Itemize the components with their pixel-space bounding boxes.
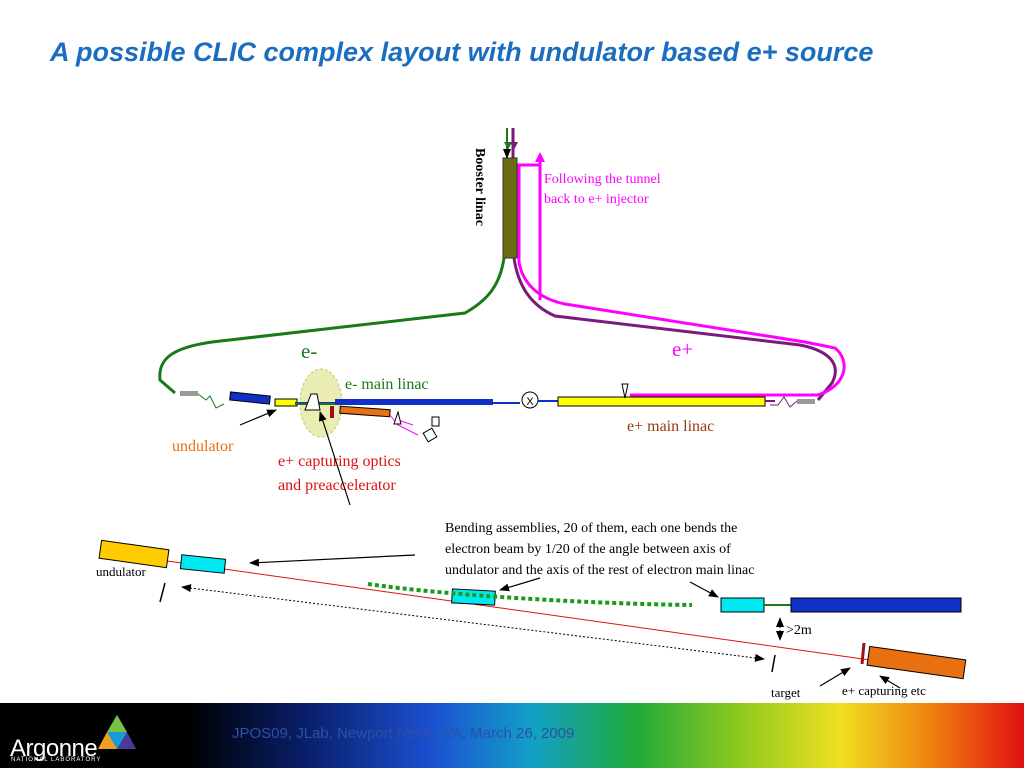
logo-name: Argonne — [10, 735, 98, 762]
e-plus-main-linac-box — [557, 396, 766, 407]
left-tick — [159, 582, 166, 603]
undulator-label: undulator — [172, 438, 234, 455]
e-plus-injection-magnet — [621, 383, 629, 399]
right-tick — [771, 654, 776, 673]
right-dump — [797, 399, 815, 404]
following-tunnel-line1: Following the tunnel — [544, 172, 661, 187]
bending-text-line3: undulator and the axis of the rest of el… — [445, 563, 754, 578]
undulator-pointer-arrow — [239, 409, 277, 426]
left-dump — [180, 391, 198, 396]
bending-pointer-arrow-2 — [499, 577, 541, 592]
target-pointer-arrow — [819, 667, 851, 687]
detail-undulator-box — [98, 539, 170, 569]
purple-transfer-line — [512, 257, 837, 401]
e-plus-label: e+ — [672, 337, 693, 361]
following-tunnel-line2: back to e+ injector — [544, 192, 649, 207]
footer-bar: Argonne NATIONAL LABORATORY JPOS09, JLab… — [0, 703, 1024, 768]
left-dogleg — [197, 393, 225, 409]
capturing-pointer-arrow — [318, 411, 351, 506]
capturing-optics-line2: and preaccelerator — [278, 477, 396, 494]
detail-capturing-box — [866, 645, 967, 680]
layout-diagram: X Booster linac Following the tunnel bac… — [96, 128, 967, 700]
e-minus-main-linac-box — [335, 399, 493, 405]
preaccelerator-box — [339, 405, 391, 418]
e-plus-transfer-line — [517, 160, 846, 397]
small-magnet-1 — [393, 410, 402, 425]
collision-point-label: X — [526, 396, 534, 408]
bending-text-line2: electron beam by 1/20 of the angle betwe… — [445, 542, 731, 557]
right-dogleg — [770, 396, 798, 408]
detail-target — [860, 642, 866, 665]
bending-assemblies-path — [367, 582, 693, 607]
booster-linac-box — [502, 157, 518, 259]
bending-text-line1: Bending assemblies, 20 of them, each one… — [445, 521, 737, 536]
capturing-etc-label: e+ capturing etc — [842, 683, 926, 698]
distance-arrow — [181, 584, 765, 662]
page-title: A possible CLIC complex layout with undu… — [50, 37, 874, 67]
capturing-optics-element — [304, 393, 321, 411]
two-m-label: >2m — [786, 623, 812, 638]
argonne-triangle-icon — [98, 715, 136, 749]
detail-main-linac-box — [790, 597, 962, 613]
detail-undulator-label: undulator — [96, 564, 146, 579]
capturing-optics-line1: e+ capturing optics — [278, 453, 401, 470]
target-label: target — [771, 685, 801, 700]
booster-linac — [502, 128, 518, 259]
bending-pointer-arrow-1 — [249, 554, 416, 567]
footer-date: JPOS09, JLab, Newport News, VA, March 26… — [232, 725, 575, 742]
e-minus-transfer-line — [158, 257, 506, 395]
target-element — [330, 406, 334, 418]
bending-pointer-arrow-3 — [689, 581, 719, 598]
argonne-logo: Argonne NATIONAL LABORATORY — [6, 713, 136, 763]
upstream-linac-segment — [229, 391, 271, 405]
magenta-arrow-icon — [535, 152, 545, 162]
positron-branch-lines — [389, 414, 419, 436]
capturing-etc-pointer-arrow — [879, 675, 901, 689]
undulator-box — [274, 398, 298, 407]
detail-bend-magnet-3 — [720, 597, 765, 613]
e-minus-main-linac-label: e- main linac — [345, 376, 429, 393]
small-magnet-2 — [431, 416, 440, 427]
detail-bend-magnet-1 — [179, 554, 227, 574]
e-minus-label: e- — [301, 339, 317, 363]
small-magnet-3 — [422, 427, 438, 443]
booster-linac-label: Booster linac — [472, 148, 487, 226]
e-plus-main-linac-label: e+ main linac — [627, 418, 714, 435]
logo-sub: NATIONAL LABORATORY — [11, 757, 102, 763]
